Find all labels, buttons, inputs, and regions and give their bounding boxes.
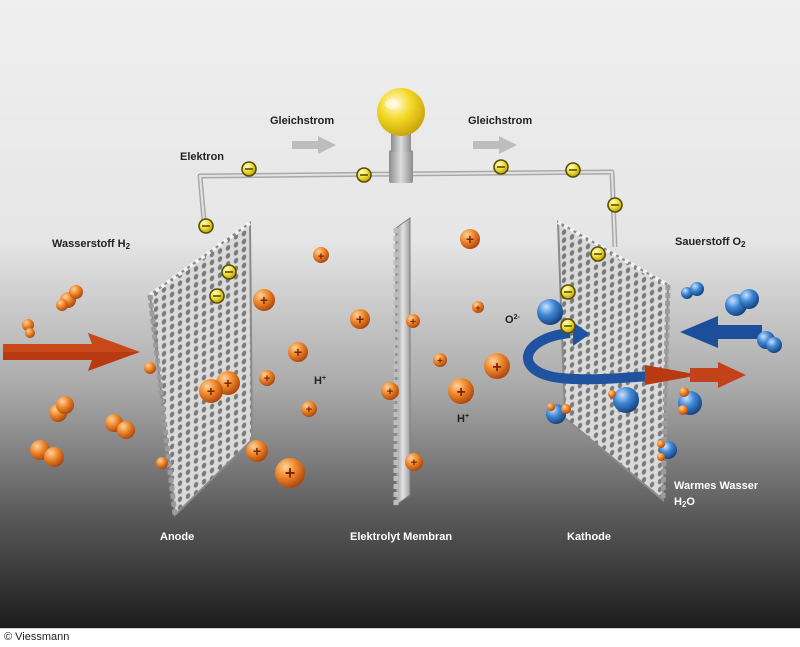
svg-text:+: + [260,292,268,308]
svg-text:+: + [437,356,443,367]
proton-label-left: H+ [314,375,326,387]
hydrogen-molecule-icon [22,285,168,469]
svg-text:+: + [466,231,474,247]
credit-bar: © Viessmann [0,628,800,647]
electron-icon [198,159,623,334]
proton-label-right-text: H [457,413,465,425]
proton-label-right-charge: + [464,413,470,420]
proton-label-left-text: H [314,375,322,387]
oxygen-molecule-icon [537,282,782,413]
svg-text:+: + [356,311,364,327]
oxygen-ion-charge: 2- [513,314,520,321]
cathode-plate [556,220,671,503]
water-formula-o: O [686,496,695,508]
diagram-canvas: + + + + + + + + + + + + + + + + + + [0,0,800,628]
svg-text:+: + [475,303,480,313]
hydrogen-label: Wasserstoff H2 [52,238,131,251]
oxygen-label-text: Sauerstoff O [675,236,742,248]
water-formula-sub: 2 [681,500,687,509]
oxygen-ion-text: O [505,314,514,326]
water-formula-label: H2O [674,496,695,509]
current-arrow-right [473,136,517,154]
svg-text:+: + [207,383,215,399]
svg-text:+: + [492,359,501,376]
membrane-label: Elektrolyt Membran [350,531,453,543]
svg-text:+: + [411,457,417,469]
hydrogen-label-subscript: 2 [125,242,131,251]
svg-text:+: + [285,463,296,483]
svg-text:+: + [294,344,302,360]
svg-text:+: + [224,375,232,391]
water-molecule-icon [546,387,702,461]
hydrogen-inflow-arrow [3,333,140,371]
oxygen-inflow-arrow [680,316,762,348]
svg-text:+: + [306,404,312,416]
oxygen-ion-label: O2- [505,314,520,326]
anode-label: Anode [160,531,195,543]
current-label-right: Gleichstrom [468,115,533,127]
electron-label: Elektron [180,151,225,163]
proton-icon: + + + + + + + + + + + + + + + + + + [199,229,510,488]
current-arrow-left [292,136,336,154]
svg-text:+: + [456,384,465,401]
cathode-flow-arrow [523,322,746,388]
svg-text:+: + [253,443,261,459]
water-formula-h: H [674,496,682,508]
cathode-label: Kathode [567,531,611,543]
hydrogen-label-text: Wasserstoff H [52,238,126,250]
proton-label-left-charge: + [321,375,327,382]
svg-text:+: + [387,386,393,398]
light-bulb-icon [377,88,425,183]
oxygen-label-subscript: 2 [741,240,746,249]
copyright-text: © Viessmann [4,631,70,643]
oxygen-label: Sauerstoff O2 [675,236,746,249]
current-label-left: Gleichstrom [270,115,335,127]
proton-label-right: H+ [457,413,469,425]
svg-text:+: + [318,251,324,263]
svg-text:+: + [410,317,416,328]
svg-text:+: + [264,373,270,385]
warm-water-label: Warmes Wasser [674,480,759,492]
electrolyte-membrane [393,217,411,506]
anode-plate [147,221,254,518]
